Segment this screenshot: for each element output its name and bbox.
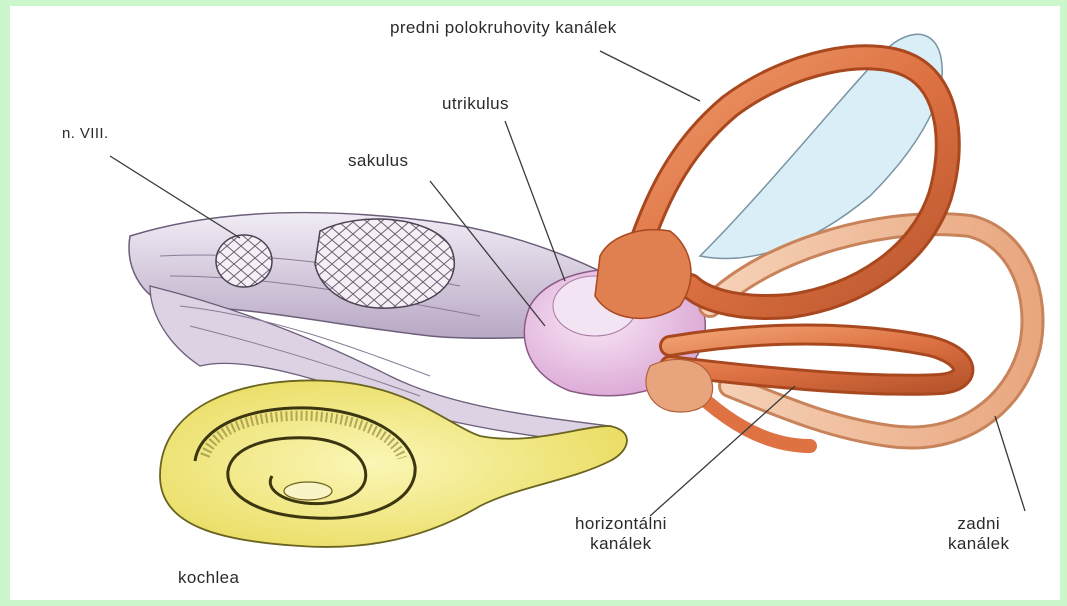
label-horizontal-canal-line2: kanálek bbox=[575, 534, 667, 554]
label-posterior-canal: zadni kanálek bbox=[948, 514, 1009, 554]
cochlea bbox=[160, 380, 627, 546]
diagram-frame: predni polokruhovity kanálek utrikulus n… bbox=[10, 6, 1060, 600]
label-posterior-canal-line1: zadni bbox=[948, 514, 1009, 534]
label-utricle: utrikulus bbox=[442, 94, 509, 114]
label-cochlea: kochlea bbox=[178, 568, 239, 588]
label-horizontal-canal: horizontálni kanálek bbox=[575, 514, 667, 554]
label-anterior-canal: predni polokruhovity kanálek bbox=[390, 18, 617, 38]
label-saccule: sakulus bbox=[348, 151, 408, 171]
label-horizontal-canal-line1: horizontálni bbox=[575, 514, 667, 534]
label-posterior-canal-line2: kanálek bbox=[948, 534, 1009, 554]
inner-ear-illustration bbox=[10, 6, 1060, 600]
label-nerve: n. VIII. bbox=[62, 124, 109, 144]
